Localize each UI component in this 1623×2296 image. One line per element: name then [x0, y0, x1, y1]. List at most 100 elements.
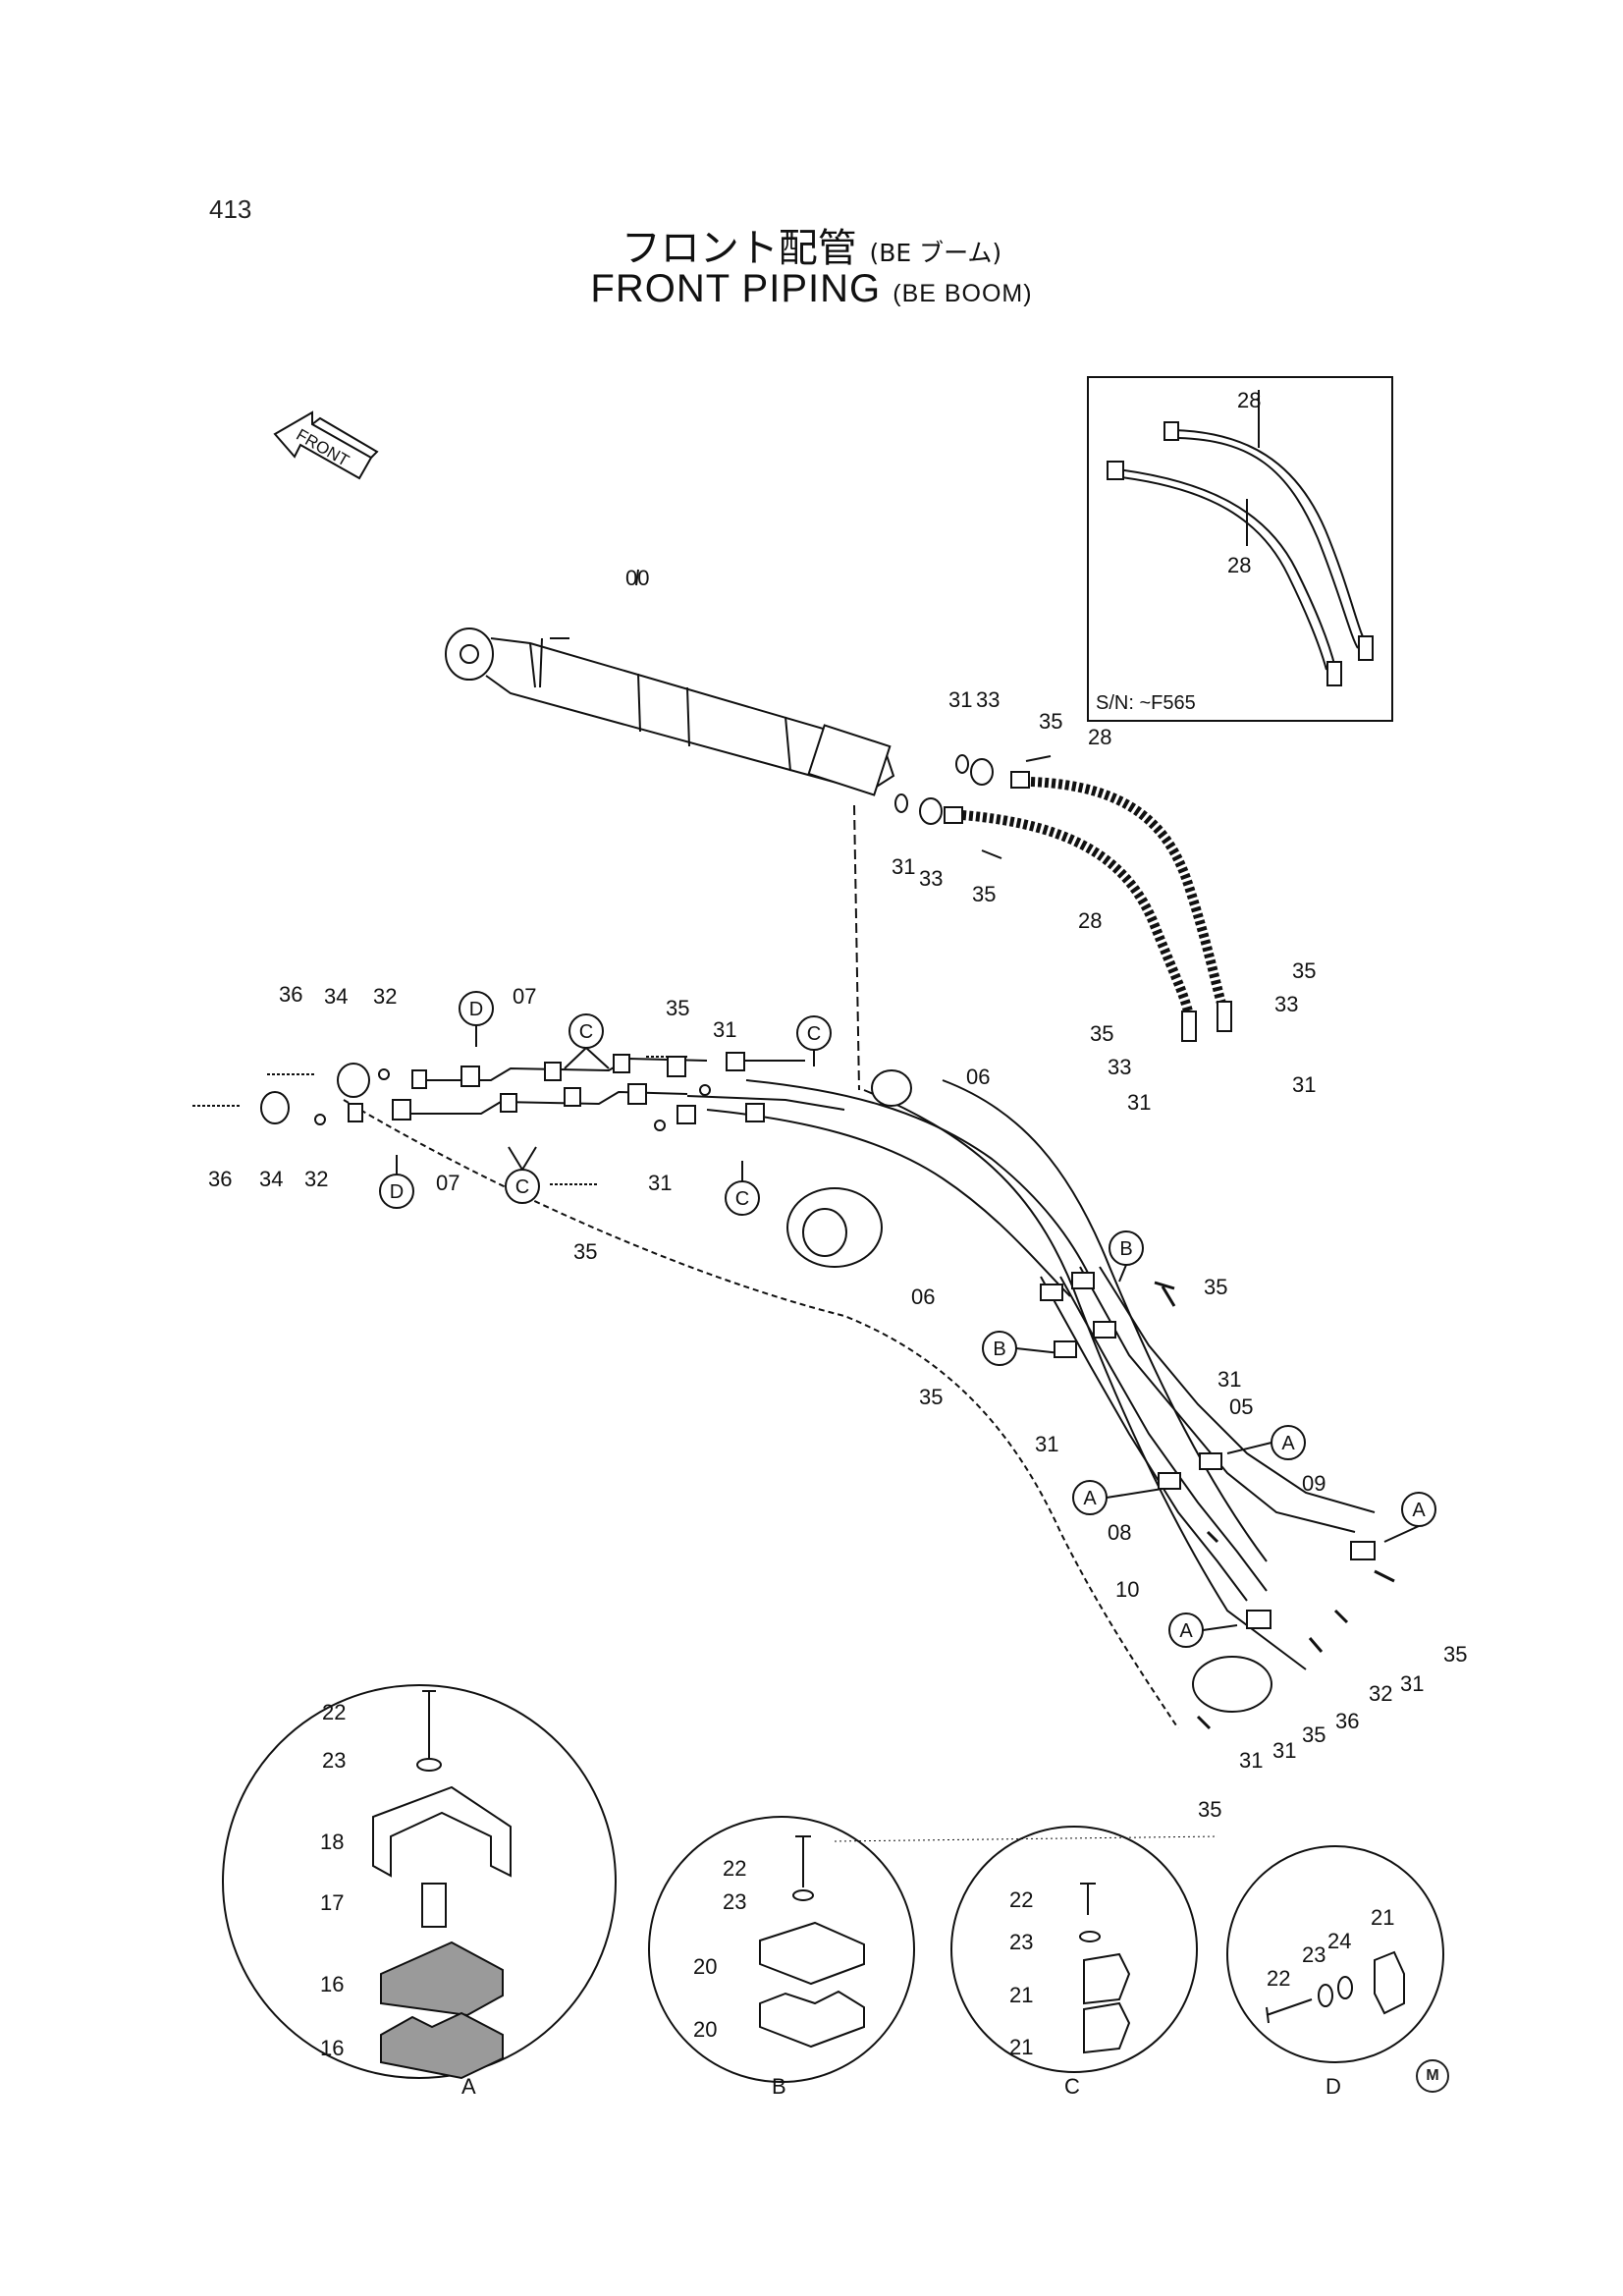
title-japanese-sub: (BE ブーム)	[869, 239, 1002, 267]
callout-c-bolt22: 22	[1009, 1887, 1033, 1912]
callout-b-washer23: 23	[723, 1889, 746, 1914]
callout-c-clamp21-bottom: 21	[1009, 2035, 1033, 2059]
callout-pipe07-bottom: 07	[436, 1171, 460, 1195]
callout-hose-inset-bottom: 28	[1227, 553, 1251, 577]
callout-d-washer23: 23	[1302, 1942, 1325, 1967]
detail-marker-b-lower: B	[993, 1339, 1005, 1360]
callout-oring32-bottom: 32	[304, 1167, 328, 1191]
callout-oring-right-4: 31	[1272, 1738, 1296, 1763]
detail-view-a	[222, 1684, 617, 2080]
manual-mark: M	[1416, 2059, 1449, 2093]
detail-marker-c-upper: C	[579, 1021, 593, 1043]
callout-bolt-mid: 35	[972, 882, 996, 906]
boom-outline	[343, 804, 1307, 1729]
callout-oring-right-2: 31	[1127, 1090, 1151, 1115]
callout-flange-mid: 33	[919, 866, 943, 891]
callout-hose-inset-top: 28	[1237, 388, 1261, 412]
callout-a-clamp16-bottom: 16	[320, 2036, 344, 2060]
callout-a-bolt22: 22	[322, 1700, 346, 1724]
callout-pipe09: 09	[1302, 1471, 1325, 1496]
detail-marker-a-3: A	[1412, 1500, 1426, 1521]
callout-bolt-upper-left: 35	[666, 996, 689, 1020]
detail-marker-c-right: C	[807, 1023, 821, 1045]
detail-marker-a-4: A	[1179, 1620, 1193, 1642]
detail-view-b	[648, 1816, 915, 2083]
callout-oring-mid: 31	[892, 854, 915, 879]
callout-oring-upper-left: 31	[713, 1017, 736, 1042]
callout-pipe07-top: 07	[513, 984, 536, 1009]
callout-pipe08: 08	[1108, 1520, 1131, 1545]
callout-oring-left-b: 31	[1035, 1432, 1058, 1456]
callout-bolt-bottom: 35	[1198, 1797, 1221, 1822]
boom-cylinder	[445, 569, 895, 796]
callout-hose-lower: 28	[1078, 908, 1102, 933]
title-japanese: フロント配管 (BE ブーム)	[0, 216, 1623, 273]
callout-a-plate18: 18	[320, 1830, 344, 1854]
callout-a-spacer17: 17	[320, 1890, 344, 1915]
detail-view-d	[1226, 1845, 1444, 2063]
callout-bolt-left-b: 35	[919, 1385, 943, 1409]
detail-marker-b-upper: B	[1119, 1238, 1132, 1260]
callout-pipe06-bottom: 06	[911, 1285, 935, 1309]
callout-bolt-b: 35	[1204, 1275, 1227, 1299]
detail-marker-d-bottom: D	[390, 1181, 404, 1203]
serial-note: S/N: ~F565	[1096, 692, 1196, 714]
callout-oring-right-3: 31	[1400, 1671, 1424, 1696]
callout-hose-upper: 28	[1088, 725, 1111, 749]
detail-marker-d-top: D	[469, 999, 483, 1020]
detail-view-a-label: A	[461, 2074, 476, 2099]
callout-b-clamp20-bottom: 20	[693, 2017, 717, 2042]
callout-pipe05: 05	[1229, 1394, 1253, 1419]
callout-b-bolt22: 22	[723, 1856, 746, 1881]
detail-view-b-label: B	[772, 2074, 786, 2099]
detail-marker-c-bottom: C	[735, 1188, 749, 1210]
callout-bolt-right-2: 35	[1090, 1021, 1113, 1046]
callout-d-bolt22: 22	[1267, 1966, 1290, 1991]
callout-bolt-right-3: 35	[1443, 1642, 1467, 1667]
callout-bolt36-top: 36	[279, 982, 302, 1007]
callout-b-clamp20-top: 20	[693, 1954, 717, 1979]
callout-block34-top: 34	[324, 984, 348, 1009]
callout-pipe06-top: 06	[966, 1065, 990, 1089]
callout-d-clamp21: 21	[1371, 1905, 1394, 1930]
callout-oring32-top: 32	[373, 984, 397, 1009]
callout-oring-right-5: 31	[1239, 1748, 1263, 1773]
callout-flange-right-1: 33	[1274, 992, 1298, 1016]
callout-bolt36-right: 36	[1335, 1709, 1359, 1733]
front-arrow-icon: FRONT	[273, 410, 379, 480]
callout-oring-right-1: 31	[1292, 1072, 1316, 1097]
detail-markers	[379, 991, 1436, 1648]
detail-marker-a-2: A	[1083, 1488, 1097, 1509]
title-japanese-main: フロント配管	[621, 226, 857, 271]
detail-marker-c-lower: C	[515, 1176, 529, 1198]
callout-oring32-right: 32	[1369, 1681, 1392, 1706]
callout-block34-bottom: 34	[259, 1167, 283, 1191]
serial-inset: 28 28 S/N: ~F565	[1087, 376, 1393, 722]
callout-bolt-top: 35	[1039, 709, 1062, 734]
callout-flange-right-2: 33	[1108, 1055, 1131, 1079]
callout-oring-top: 31	[948, 687, 972, 712]
callout-a-washer23: 23	[322, 1748, 346, 1773]
detail-view-d-label: D	[1325, 2074, 1341, 2099]
callout-bolt-lower-left: 35	[573, 1239, 597, 1264]
pipe-bundle-lower	[1040, 1266, 1376, 1602]
callout-cylinder: 00	[625, 566, 649, 590]
callout-bolt-right-1: 35	[1292, 958, 1316, 983]
title-english-main: FRONT PIPING	[590, 267, 882, 310]
title-english: FRONT PIPING (BE BOOM)	[0, 267, 1623, 311]
detail-marker-a-1: A	[1281, 1433, 1295, 1454]
callout-bolt-right-4: 35	[1302, 1722, 1325, 1747]
callout-oring-b: 31	[1217, 1367, 1241, 1392]
callout-bolt36-bottom: 36	[208, 1167, 232, 1191]
callout-oring-lower-left: 31	[648, 1171, 672, 1195]
callout-flange-top: 33	[976, 687, 1000, 712]
callout-c-clamp21-top: 21	[1009, 1983, 1033, 2007]
callout-c-washer23: 23	[1009, 1930, 1033, 1954]
callout-d-washer24: 24	[1327, 1929, 1351, 1953]
hose-assembly	[944, 771, 1232, 1042]
pipe-line-07	[403, 1057, 1091, 1297]
page-number: 413	[209, 194, 252, 224]
title-english-sub: (BE BOOM)	[893, 280, 1033, 307]
